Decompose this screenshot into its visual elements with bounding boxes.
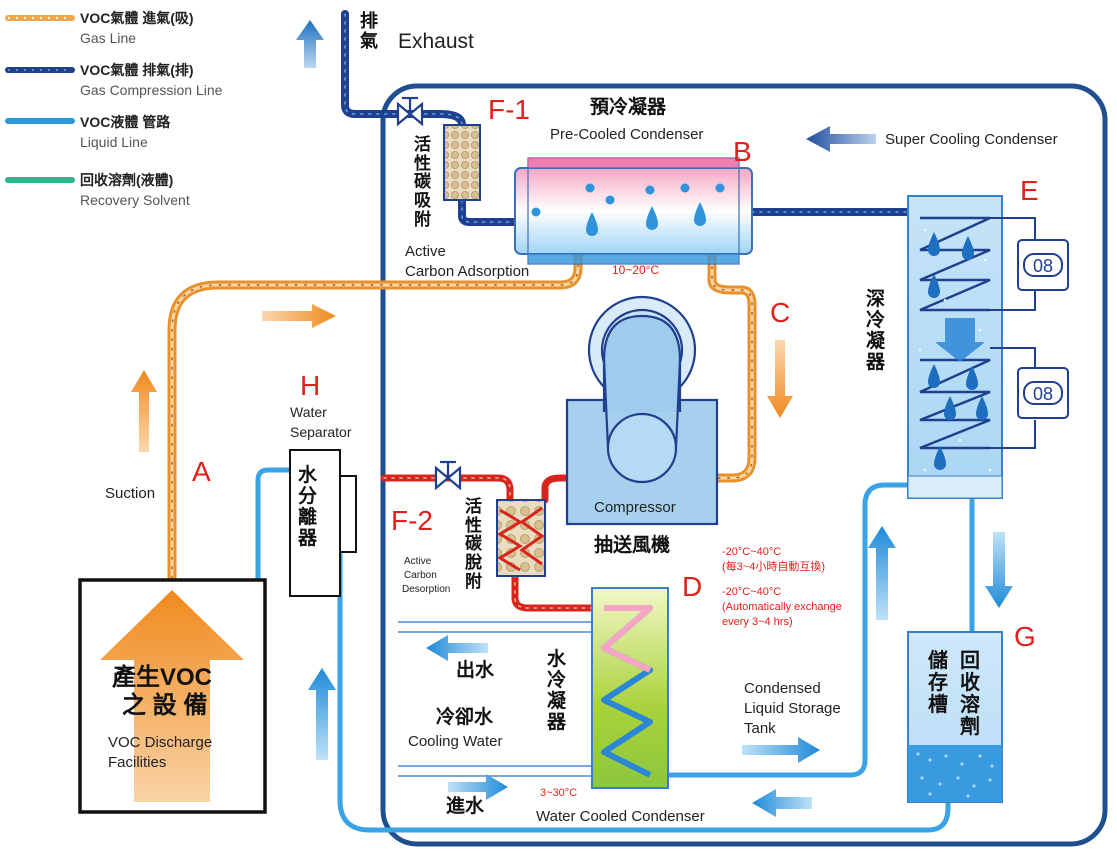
system-frame bbox=[380, 83, 1108, 847]
label-f2: F-2 bbox=[391, 505, 433, 536]
legend-gas-out-zh: VOC氣體 排氣(排) bbox=[80, 62, 194, 78]
label-c: C bbox=[770, 297, 791, 328]
storage-en-2: Liquid Storage bbox=[744, 700, 841, 717]
desorption-line bbox=[380, 474, 596, 612]
storage-zh-left: 儲存槽 bbox=[928, 650, 948, 716]
label-b: B bbox=[733, 136, 752, 167]
storage-en-3: Tank bbox=[744, 720, 776, 737]
compressor bbox=[565, 295, 719, 526]
pre-cooled-condenser bbox=[514, 157, 753, 265]
legend-swatches bbox=[5, 15, 75, 183]
precooled-en: Pre-Cooled Condenser bbox=[550, 126, 704, 143]
legend-recovery-zh: 回收溶劑(液體) bbox=[80, 172, 174, 188]
desorption-en-3: Desorption bbox=[402, 584, 451, 595]
separator-en-2: Separator bbox=[290, 424, 352, 440]
cooling-water-zh: 冷卻水 bbox=[436, 707, 494, 728]
label-h: H bbox=[300, 370, 321, 401]
compressor-en: Compressor bbox=[594, 499, 676, 516]
adsorption-en-2: Carbon Adsorption bbox=[405, 263, 530, 280]
exchange-note-2: (每3~4小時自動互換) bbox=[722, 561, 825, 573]
svg-text:08: 08 bbox=[1033, 256, 1053, 276]
super-cooling-zh: 深冷凝器 bbox=[866, 289, 886, 373]
legend-gas-out-en: Gas Compression Line bbox=[80, 82, 223, 98]
gas-in-line bbox=[167, 240, 757, 583]
label-d: D bbox=[682, 571, 703, 602]
legend-recovery-en: Recovery Solvent bbox=[80, 192, 190, 208]
water-cooled-en: Water Cooled Condenser bbox=[536, 808, 705, 825]
exchange-note-4: (Automatically exchange bbox=[722, 601, 842, 613]
label-f1: F-1 bbox=[488, 94, 530, 125]
water-out-zh: 出水 bbox=[456, 660, 495, 681]
valve-top bbox=[396, 96, 424, 127]
cooling-water-en: Cooling Water bbox=[408, 733, 503, 750]
valve-bottom bbox=[434, 460, 462, 491]
label-a: A bbox=[192, 456, 211, 487]
liquid-lines bbox=[255, 467, 975, 833]
compressor-zh: 抽送風機 bbox=[594, 535, 671, 556]
legend-liquid-en: Liquid Line bbox=[80, 134, 148, 150]
water-cooled-zh: 水冷凝器 bbox=[547, 649, 567, 733]
water-separator bbox=[289, 449, 357, 597]
water-cooled-temp: 3~30°C bbox=[540, 787, 578, 799]
voc-source-zh-2: 之 設 備 bbox=[122, 692, 208, 719]
adsorption-zh: 活性碳吸附 bbox=[414, 135, 431, 229]
voc-source-equipment bbox=[78, 578, 267, 814]
active-carbon-adsorption-column bbox=[443, 124, 481, 201]
exchange-note-3: -20°C~40°C bbox=[722, 586, 782, 598]
desorption-en-1: Active bbox=[404, 556, 432, 567]
voc-source-en-2: Facilities bbox=[108, 754, 167, 771]
svg-text:08: 08 bbox=[1033, 384, 1053, 404]
exhaust-en: Exhaust bbox=[398, 30, 474, 53]
flow-arrows bbox=[131, 20, 1013, 817]
voc-source-en-1: VOC Discharge bbox=[108, 734, 213, 751]
storage-zh-right: 回收溶劑 bbox=[960, 650, 980, 738]
super-cooling-en: Super Cooling Condenser bbox=[885, 131, 1058, 148]
exhaust-zh: 排氣 bbox=[360, 11, 378, 51]
storage-tank bbox=[907, 631, 1003, 803]
active-carbon-desorption-column bbox=[496, 499, 546, 577]
precooled-temp: 10~20°C bbox=[612, 263, 660, 277]
desorption-zh: 活性碳脫附 bbox=[465, 497, 482, 591]
separator-en-1: Water bbox=[290, 404, 327, 420]
gas-out-line bbox=[341, 10, 912, 226]
storage-en-1: Condensed bbox=[744, 680, 821, 697]
suction-label: Suction bbox=[105, 485, 156, 502]
water-cooled-condenser bbox=[398, 587, 669, 789]
precooled-zh: 預冷凝器 bbox=[590, 97, 667, 118]
exchange-note-5: every 3~4 hrs) bbox=[722, 616, 793, 628]
legend-liquid-zh: VOC液體 管路 bbox=[80, 114, 171, 130]
super-cooling-condenser: 08 08 bbox=[907, 195, 1069, 499]
desorption-en-2: Carbon bbox=[404, 570, 437, 581]
adsorption-en-1: Active bbox=[405, 243, 446, 260]
water-in-zh: 進水 bbox=[446, 796, 485, 817]
label-e: E bbox=[1020, 175, 1039, 206]
voc-source-zh-1: 產生VOC bbox=[112, 664, 213, 691]
legend-gas-in-zh: VOC氣體 進氣(吸) bbox=[80, 10, 194, 26]
separator-zh: 水分離器 bbox=[298, 465, 318, 549]
exchange-note-1: -20°C~40°C bbox=[722, 546, 782, 558]
label-g: G bbox=[1014, 621, 1036, 652]
legend-gas-in-en: Gas Line bbox=[80, 30, 137, 46]
